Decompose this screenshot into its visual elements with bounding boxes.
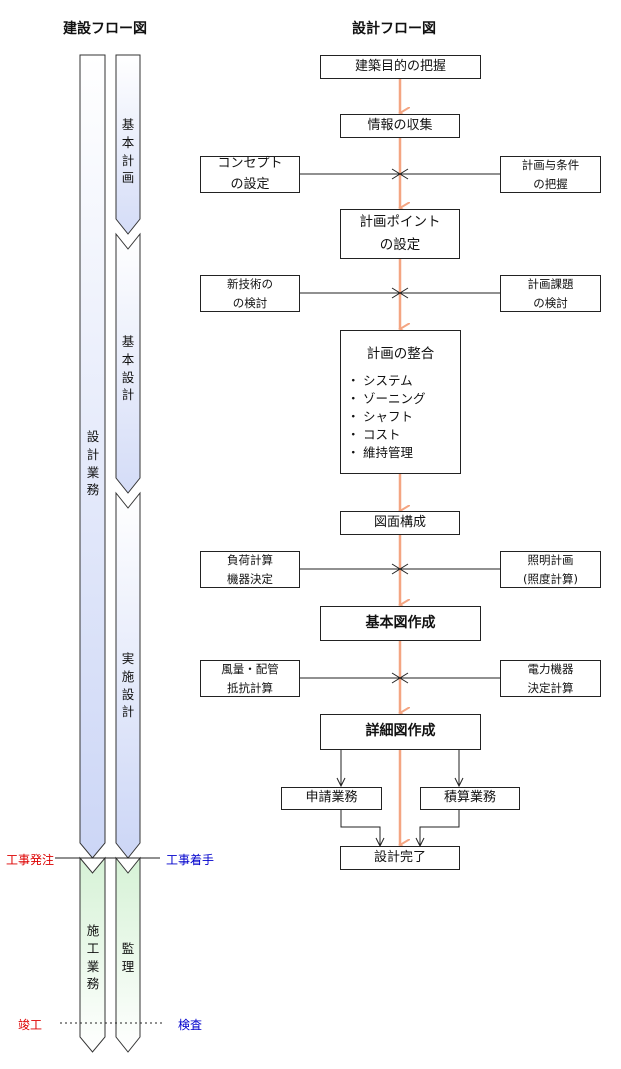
supervision-label: 監理 [121, 941, 135, 974]
construction-start-label: 工事着手 [166, 853, 215, 867]
power-line2: 決定計算 [527, 680, 574, 695]
basic-design-label: 基本設計 [121, 334, 135, 403]
wind-line2: 抵抗計算 [227, 680, 273, 695]
integration-item: ・コスト [347, 427, 401, 442]
integration-title: 計画の整合 [366, 346, 435, 362]
drawing-label: 図面構成 [373, 514, 426, 530]
design-work-band [79, 54, 106, 859]
design-completion-label: 設計完了 [373, 849, 426, 865]
basic-plan-label: 基本計画 [121, 117, 135, 186]
detail-design-label: 実施設計 [121, 651, 135, 720]
construction-order-label: 工事発注 [6, 853, 55, 867]
newtech-line2: の検討 [232, 295, 268, 310]
integration-item: ・維持管理 [347, 445, 414, 460]
basic-drawing-box: 基本図作成 [320, 606, 481, 641]
newtech-line1: 新技術の [227, 277, 273, 292]
power-line1: 電力機器 [527, 662, 574, 677]
estimate-box: 積算業務 [420, 787, 520, 810]
design-work-label: 設計業務 [86, 429, 100, 498]
estimate-label: 積算業務 [443, 790, 496, 806]
application-label: 申請業務 [305, 790, 358, 806]
purpose-label: 建築目的の把握 [354, 58, 446, 74]
inspection-label: 検査 [178, 1018, 203, 1032]
basic-plan-band [115, 54, 141, 235]
conditions-line2: の把握 [533, 176, 568, 191]
load-box: 負荷計算機器決定 [200, 551, 300, 588]
integration-item: ・ゾーニング [347, 391, 426, 406]
detail-drawing-label: 詳細図作成 [365, 723, 436, 740]
construction-work-band [79, 856, 106, 1053]
wind-line1: 風量・配管 [221, 662, 279, 677]
application-box: 申請業務 [281, 787, 382, 810]
points-line1: 計画ポイント [359, 214, 441, 231]
info-box: 情報の収集 [340, 114, 460, 138]
design-flow-heading: 設計フロー図 [352, 21, 436, 37]
detail-design-band [115, 491, 141, 859]
power-box: 電力機器決定計算 [500, 660, 601, 697]
integration-list: ・システム ・ゾーニング ・シャフト ・コスト ・維持管理 [341, 372, 460, 462]
conditions-box: 計画与条件の把握 [500, 156, 601, 193]
conditions-line1: 計画与条件 [521, 158, 580, 173]
completion-label: 竣工 [18, 1018, 43, 1032]
load-line2: 機器決定 [227, 571, 273, 586]
basic-drawing-label: 基本図作成 [365, 614, 436, 631]
issues-line1: 計画課題 [527, 277, 574, 292]
points-box: 計画ポイントの設定 [340, 209, 460, 259]
newtech-box: 新技術のの検討 [200, 275, 300, 312]
issues-box: 計画課題の検討 [500, 275, 601, 312]
lighting-line2: (照度計算) [523, 571, 578, 586]
concept-line1: コンセプト [217, 156, 283, 172]
drawing-box: 図面構成 [340, 511, 460, 535]
construction-work-label: 施工業務 [86, 923, 100, 992]
supervision-band [115, 856, 141, 1053]
lighting-line1: 照明計画 [527, 553, 574, 568]
info-label: 情報の収集 [367, 117, 433, 133]
integration-item: ・システム [347, 373, 413, 388]
wind-box: 風量・配管抵抗計算 [200, 660, 300, 697]
lighting-box: 照明計画 (照度計算) [500, 551, 601, 588]
detail-drawing-box: 詳細図作成 [320, 714, 481, 750]
purpose-box: 建築目的の把握 [320, 55, 481, 79]
completion-box: 設計完了 [340, 846, 460, 870]
points-line2: の設定 [379, 237, 421, 253]
construction-flow-heading: 建設フロー図 [63, 21, 147, 37]
basic-design-band [115, 232, 141, 494]
issues-line2: の検討 [533, 295, 568, 310]
integration-box: 計画の整合 ・システム ・ゾーニング ・シャフト ・コスト ・維持管理 [340, 330, 461, 474]
integration-item: ・シャフト [347, 409, 414, 424]
load-line1: 負荷計算 [227, 553, 273, 568]
concept-line2: の設定 [230, 176, 270, 192]
concept-box: コンセプトの設定 [200, 156, 300, 193]
